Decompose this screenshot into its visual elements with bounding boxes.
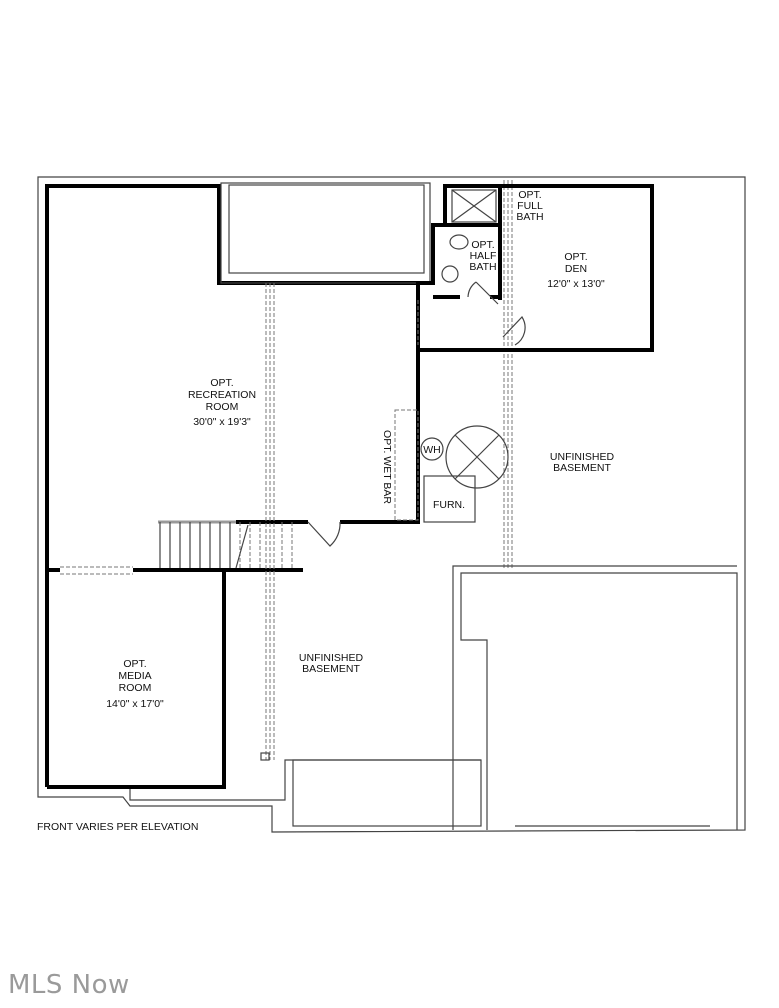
full-bath-label-1: OPT. — [518, 189, 541, 201]
sink-icon — [441, 265, 459, 283]
furnace-label: FURN. — [433, 499, 465, 511]
garage-outline — [460, 572, 738, 830]
media-room-wall — [47, 568, 303, 789]
den-label-2: DEN — [565, 263, 587, 275]
half-bath-label-2: HALF — [470, 250, 497, 262]
beam-line-right — [503, 180, 513, 570]
foundation-outline — [37, 176, 746, 833]
bath-walls — [416, 184, 654, 352]
full-bath-label-3: BATH — [516, 211, 543, 223]
shower-cross — [451, 189, 497, 223]
half-bath-label-1: OPT. — [471, 239, 494, 251]
storage-inner — [228, 184, 425, 274]
media-size: 14'0" x 17'0" — [106, 698, 164, 710]
unfinished-right-label-2: BASEMENT — [553, 462, 611, 474]
water-heater-label: WH — [423, 444, 441, 456]
staircase — [159, 522, 293, 570]
den-size: 12'0" x 13'0" — [547, 278, 605, 290]
water-heater-icon — [420, 437, 444, 461]
porch-box — [292, 759, 482, 827]
foundation-inner-outline — [129, 759, 481, 801]
media-label-2: MEDIA — [118, 670, 151, 682]
shower-icon — [451, 189, 497, 223]
recreation-label-2: RECREATION — [188, 389, 256, 401]
recreation-size: 30'0" x 19'3" — [193, 416, 251, 428]
den-door — [502, 316, 526, 346]
garage-outline-outer — [452, 565, 737, 830]
sump-circle-icon — [445, 425, 509, 489]
den-label-1: OPT. — [564, 251, 587, 263]
front-elevation-note: FRONT VARIES PER ELEVATION — [37, 821, 198, 833]
wet-bar-outline — [394, 409, 419, 521]
unfinished-center-label-2: BASEMENT — [302, 663, 360, 675]
sump-cross — [454, 434, 500, 480]
beam-line-left — [265, 283, 275, 760]
post-icon — [260, 752, 270, 761]
door-swing — [307, 521, 341, 547]
storage-outer — [220, 182, 431, 284]
unfinished-right-label-1: UNFINISHED — [550, 451, 615, 463]
unfinished-center-label-1: UNFINISHED — [299, 652, 364, 664]
wet-bar-label: OPT. WET BAR — [381, 430, 393, 504]
recreation-label-3: ROOM — [206, 401, 239, 413]
media-label-3: ROOM — [119, 682, 152, 694]
media-label-1: OPT. — [123, 658, 146, 670]
full-bath-label-2: FULL — [517, 200, 543, 212]
recreation-room-wall — [45, 184, 420, 787]
watermark: MLS Now — [8, 970, 130, 1000]
toilet-icon — [449, 234, 469, 250]
furnace-icon — [423, 475, 476, 523]
half-bath-label-3: BATH — [469, 261, 496, 273]
recreation-label-1: OPT. — [210, 377, 233, 389]
half-bath-door — [467, 281, 499, 305]
